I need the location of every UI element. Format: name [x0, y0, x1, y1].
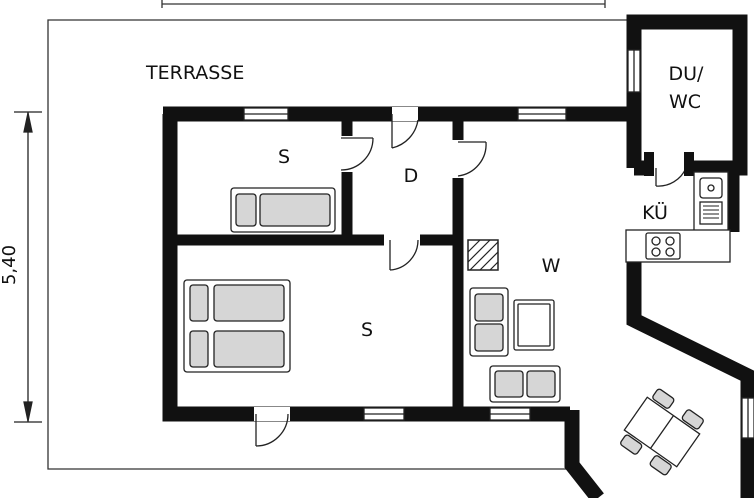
- sofa-horizontal: [489, 365, 561, 403]
- dining-table: [620, 388, 704, 476]
- dimension-line-vertical: [14, 111, 42, 423]
- kitchen-counter: [625, 171, 731, 263]
- sofa-vertical: [469, 287, 509, 357]
- bedroom-small-label: S: [278, 146, 290, 168]
- terrace-label: TERRASSE: [145, 62, 244, 84]
- dimension-label: 5,40: [0, 245, 20, 285]
- terrace-outline: [47, 0, 628, 470]
- living-room-label: W: [542, 255, 561, 277]
- shower-wc-label-line2: WC: [669, 91, 701, 113]
- windows: [243, 49, 754, 439]
- bed-single: [230, 187, 336, 233]
- kitchen-label: KÜ: [642, 201, 668, 224]
- coffee-table: [513, 299, 555, 351]
- doors: [254, 107, 692, 447]
- hallway-label: D: [404, 165, 419, 187]
- shower-wc-label-line1: DU/: [669, 63, 705, 85]
- fireplace-stove: [467, 239, 499, 271]
- wall-posts: [644, 152, 694, 176]
- bed-double: [183, 279, 291, 373]
- bedroom-large-label: S: [361, 319, 373, 341]
